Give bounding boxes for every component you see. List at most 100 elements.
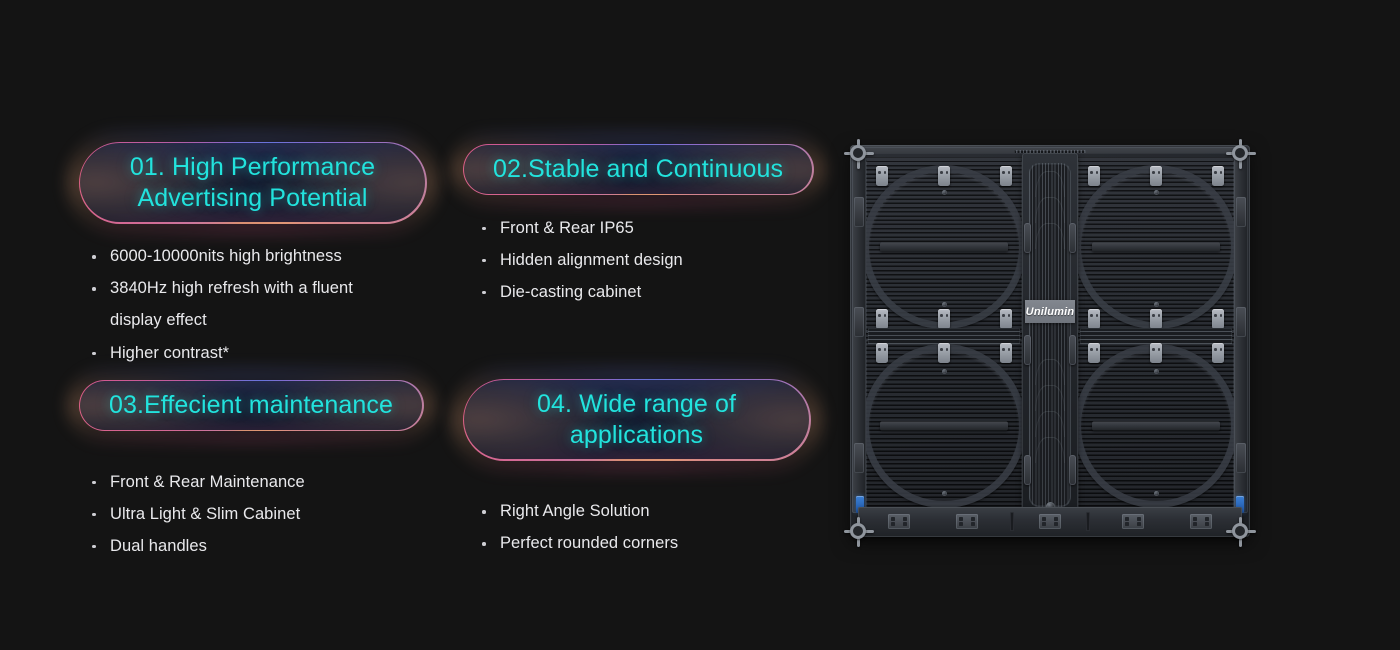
feature-bullets-02: Front & Rear IP65 Hidden alignment desig…	[478, 212, 812, 309]
chevron-relief	[1035, 359, 1065, 385]
list-item: 3840Hz high refresh with a fluent	[88, 272, 425, 304]
module-clip	[1088, 166, 1100, 186]
module-clip	[1150, 309, 1162, 329]
handle-grip[interactable]	[1069, 455, 1076, 485]
list-item: Right Angle Solution	[478, 495, 809, 527]
lock-ring-icon	[850, 523, 866, 539]
feature-pill-01[interactable]: 01. High Performance Advertising Potenti…	[66, 129, 439, 236]
module-clip	[938, 166, 950, 186]
module-screw	[941, 491, 947, 496]
module-screw	[1153, 190, 1159, 195]
feature-card-02: 02.Stable and Continuous Front & Rear IP…	[450, 131, 826, 309]
handle-grip[interactable]	[1069, 335, 1076, 365]
chevron-relief	[1035, 385, 1065, 411]
cabinet-bottom-bar	[858, 507, 1242, 537]
list-item: Hidden alignment design	[478, 244, 812, 276]
product-image-led-cabinet: Unilumin	[826, 121, 1274, 563]
list-item: Dual handles	[88, 530, 422, 562]
handle-grip[interactable]	[1024, 223, 1031, 253]
rail-notch	[854, 443, 864, 473]
rail-notch	[1236, 197, 1246, 227]
feature-card-01: 01. High Performance Advertising Potenti…	[66, 129, 439, 369]
cabinet-side-rail-right	[1234, 157, 1248, 513]
corner-lock-bottom-right[interactable]	[1226, 517, 1256, 547]
module-clip	[1212, 309, 1224, 329]
module-clip	[876, 309, 888, 329]
lock-ring-icon	[1232, 145, 1248, 161]
chevron-relief	[1035, 171, 1065, 197]
feature-pill-04[interactable]: 04. Wide range of applications	[450, 366, 823, 473]
cabinet-module	[1078, 339, 1234, 512]
module-clip	[1000, 166, 1012, 186]
cabinet-center-handle-column[interactable]: Unilumin	[1022, 153, 1078, 519]
module-clip	[1088, 343, 1100, 363]
feature-bullets-01: 6000-10000nits high brightness 3840Hz hi…	[88, 240, 425, 369]
lock-ring-icon	[1232, 523, 1248, 539]
handle-grip[interactable]	[1069, 223, 1076, 253]
cabinet-module-half-right	[1074, 157, 1238, 515]
list-item: Front & Rear IP65	[478, 212, 812, 244]
module-clip	[1150, 166, 1162, 186]
module-screw	[941, 369, 947, 374]
list-item: 6000-10000nits high brightness	[88, 240, 425, 272]
feature-pill-02[interactable]: 02.Stable and Continuous	[450, 131, 826, 208]
cabinet-module	[866, 339, 1022, 512]
list-item: Die-casting cabinet	[478, 276, 812, 308]
port-block	[1190, 514, 1212, 529]
feature-title-02: 02.Stable and Continuous	[492, 155, 784, 183]
handle-grip[interactable]	[1024, 335, 1031, 365]
rail-notch	[1236, 307, 1246, 337]
blue-connector-tab	[856, 496, 864, 513]
brand-logo-text: Unilumin	[1025, 305, 1075, 318]
feature-title-01: 01. High Performance Advertising Potenti…	[129, 153, 376, 212]
module-screw	[1153, 302, 1159, 307]
module-screw	[1153, 491, 1159, 496]
bar-slot	[1086, 512, 1090, 531]
module-clip	[1212, 166, 1224, 186]
port-block	[956, 514, 978, 529]
cabinet-module	[866, 160, 1022, 333]
brand-logo: Unilumin	[1025, 300, 1075, 323]
module-clip	[1000, 343, 1012, 363]
module-clip	[876, 166, 888, 186]
list-item: Ultra Light & Slim Cabinet	[88, 498, 422, 530]
list-item: Perfect rounded corners	[478, 527, 809, 559]
module-screw	[1153, 369, 1159, 374]
rail-notch	[854, 307, 864, 337]
center-knob[interactable]	[1045, 502, 1055, 511]
lock-ring-icon	[850, 145, 866, 161]
feature-title-03: 03.Effecient maintenance	[108, 391, 394, 419]
cabinet-side-rail-left	[852, 157, 866, 513]
list-item: Higher contrast*	[88, 337, 425, 369]
port-block	[1039, 514, 1061, 529]
feature-bullets-04: Right Angle Solution Perfect rounded cor…	[478, 495, 809, 559]
feature-pill-03[interactable]: 03.Effecient maintenance	[66, 367, 436, 444]
bar-slot	[1010, 512, 1014, 531]
port-block	[888, 514, 910, 529]
module-screw	[941, 190, 947, 195]
feature-title-04: 04. Wide range of applications	[536, 390, 737, 449]
module-screw	[941, 302, 947, 307]
corner-lock-top-left[interactable]	[844, 139, 874, 169]
module-clip	[1088, 309, 1100, 329]
port-block	[1122, 514, 1144, 529]
module-clip	[1212, 343, 1224, 363]
rail-notch	[854, 197, 864, 227]
feature-card-04: 04. Wide range of applications Right Ang…	[450, 366, 823, 559]
chevron-relief	[1035, 197, 1065, 223]
center-vent-grill	[1029, 163, 1071, 507]
handle-grip[interactable]	[1024, 455, 1031, 485]
list-item-continuation: display effect	[110, 311, 207, 330]
module-clip	[938, 343, 950, 363]
rail-notch	[1236, 443, 1246, 473]
cabinet-module	[1078, 160, 1234, 333]
corner-lock-bottom-left[interactable]	[844, 517, 874, 547]
module-clip	[876, 343, 888, 363]
chevron-relief	[1035, 437, 1065, 463]
feature-bullets-03: Front & Rear Maintenance Ultra Light & S…	[88, 466, 422, 563]
module-clip	[1150, 343, 1162, 363]
chevron-relief	[1035, 411, 1065, 437]
module-clip	[938, 309, 950, 329]
corner-lock-top-right[interactable]	[1226, 139, 1256, 169]
feature-card-03: 03.Effecient maintenance Front & Rear Ma…	[66, 367, 436, 563]
